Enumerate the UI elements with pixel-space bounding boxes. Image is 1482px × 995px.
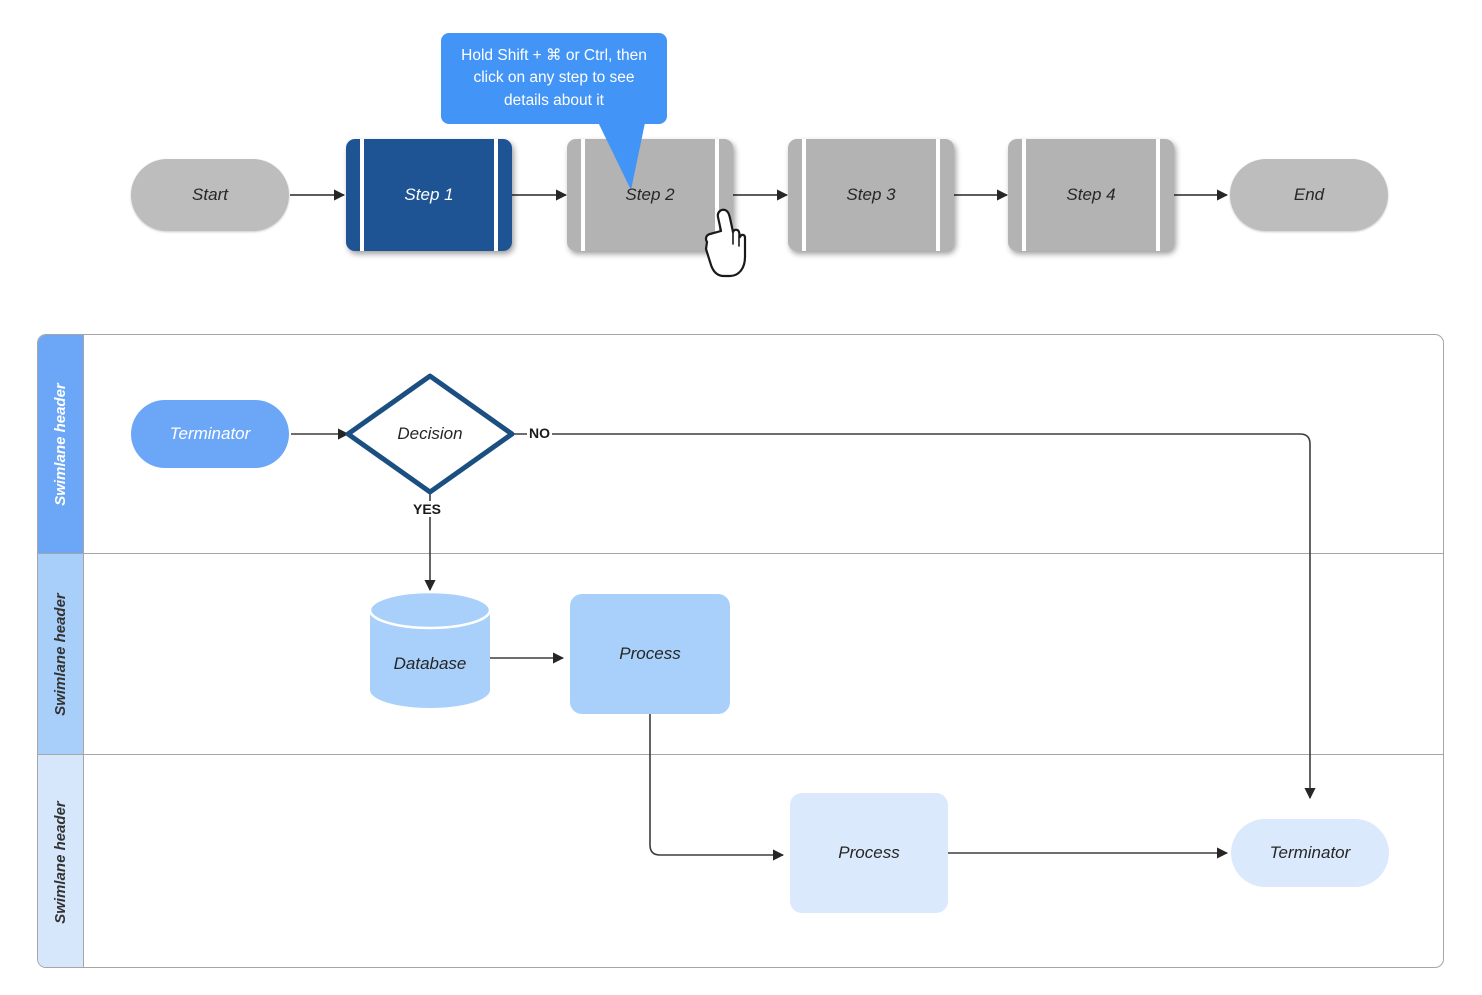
ribbon-node-start-label: Start: [192, 185, 228, 205]
ribbon-node-step2[interactable]: Step 2: [567, 139, 733, 251]
predefined-process-right-bar: [494, 139, 498, 251]
ribbon-node-end-label: End: [1293, 185, 1325, 205]
ribbon-node-step1[interactable]: Step 1: [346, 139, 512, 251]
swimlane-header-3-label: Swimlane header: [52, 800, 69, 924]
predefined-process-right-bar: [715, 139, 719, 251]
edge-label-no-text: NO: [529, 425, 550, 441]
predefined-process-right-bar: [936, 139, 940, 251]
predefined-process-left-bar: [802, 139, 806, 251]
ribbon-node-step4-label: Step 4: [1066, 185, 1116, 205]
swimlane-header-2-label: Swimlane header: [52, 592, 69, 716]
ribbon-node-step3[interactable]: Step 3: [788, 139, 954, 251]
keyboard-hint-tooltip: Hold Shift + ⌘ or Ctrl, then click on an…: [441, 33, 667, 125]
ribbon-node-step2-label: Step 2: [625, 185, 675, 205]
ribbon-node-step3-label: Step 3: [846, 185, 896, 205]
ribbon-node-start[interactable]: Start: [131, 159, 289, 231]
swimlane-node-decision-1-label-wrap: Decision: [370, 420, 490, 448]
swimlane-node-process-1-label: Process: [619, 644, 681, 664]
ribbon-node-step4[interactable]: Step 4: [1008, 139, 1174, 251]
swimlane-node-process-2[interactable]: Process: [790, 793, 948, 913]
edge-label-yes-text: YES: [413, 501, 442, 517]
swimlane-node-decision-1-label: Decision: [397, 424, 463, 444]
swimlane-node-process-2-label: Process: [838, 843, 900, 863]
swimlane-node-terminator-2[interactable]: Terminator: [1231, 819, 1389, 887]
predefined-process-left-bar: [360, 139, 364, 251]
swimlane-node-terminator-1[interactable]: Terminator: [131, 400, 289, 468]
swimlane-lane-2: Swimlane header: [38, 554, 1443, 755]
swimlane-node-database-1-label: Database: [393, 654, 467, 674]
ribbon-node-end[interactable]: End: [1230, 159, 1388, 231]
predefined-process-left-bar: [1022, 139, 1026, 251]
edge-label-yes: YES: [411, 501, 444, 517]
ribbon-node-step1-label: Step 1: [404, 185, 454, 205]
swimlane-node-terminator-1-label: Terminator: [169, 424, 251, 444]
predefined-process-left-bar: [581, 139, 585, 251]
swimlane-lane-3: Swimlane header: [38, 755, 1443, 967]
predefined-process-right-bar: [1156, 139, 1160, 251]
edge-label-no: NO: [527, 425, 552, 441]
swimlane-node-process-1[interactable]: Process: [570, 594, 730, 714]
swimlane-node-database-1-label-wrap: Database: [370, 650, 490, 678]
swimlane-header-1[interactable]: Swimlane header: [38, 335, 84, 553]
swimlane-header-3[interactable]: Swimlane header: [38, 755, 84, 967]
swimlane-header-2[interactable]: Swimlane header: [38, 554, 84, 754]
swimlane-header-1-label: Swimlane header: [52, 382, 69, 506]
swimlane-node-terminator-2-label: Terminator: [1269, 843, 1351, 863]
keyboard-hint-tooltip-text: Hold Shift + ⌘ or Ctrl, then click on an…: [461, 47, 647, 109]
